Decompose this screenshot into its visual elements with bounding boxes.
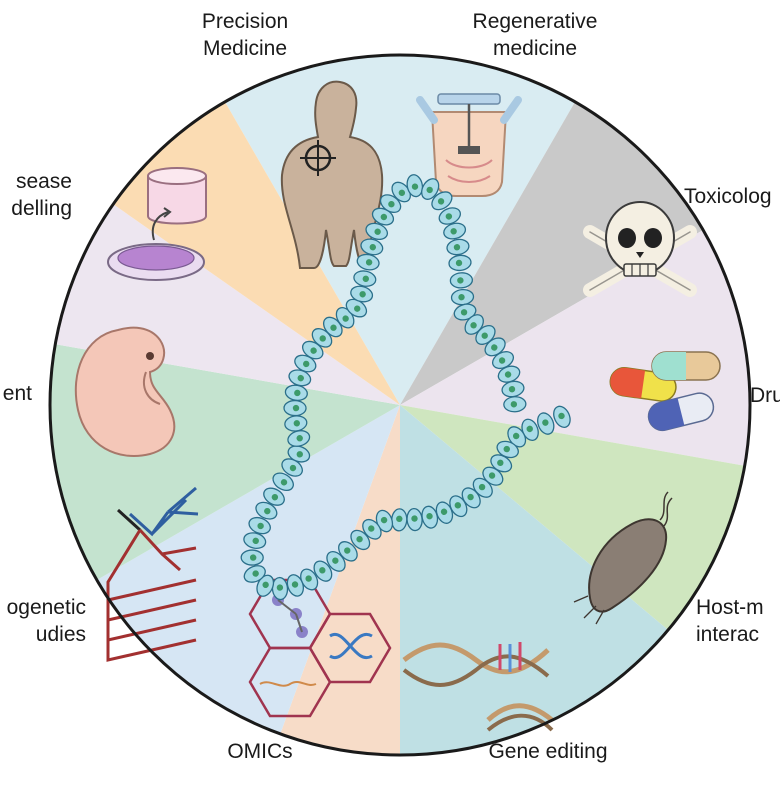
epithelial-cell: [362, 518, 382, 540]
epithelial-cell: [350, 529, 371, 551]
phylogenetic-tree-icon: [106, 486, 199, 662]
label-line: OMICs: [227, 740, 293, 763]
epithelial-cell: [255, 501, 278, 520]
label-line: Toxicolog: [684, 185, 772, 208]
epithelial-cell: [243, 565, 266, 583]
epithelial-cell: [365, 222, 389, 240]
epithelial-cell: [521, 418, 539, 442]
epithelial-cell: [484, 337, 506, 357]
epithelial-cell: [446, 238, 470, 256]
label-omics: OMICs: [210, 738, 310, 765]
embryo-icon: [74, 326, 176, 458]
label-host-microbe: Host-m interac: [696, 594, 780, 648]
epithelial-cell: [496, 440, 519, 459]
epithelial-cell: [360, 238, 384, 256]
microbe-icon: [573, 491, 673, 625]
label-line: medicine: [492, 37, 578, 60]
epithelial-cell: [406, 174, 424, 198]
label-development: ent: [0, 380, 32, 407]
label-toxicology: Toxicolog: [684, 183, 780, 210]
epithelial-cell: [326, 551, 346, 572]
skull-crossbones-icon: [583, 201, 697, 297]
epithelial-cell: [353, 270, 377, 287]
label-phylogenetic: ogenetic udies: [0, 594, 86, 648]
epithelial-cell: [284, 415, 308, 432]
epithelial-cell: [391, 508, 408, 532]
wheel-outline: [48, 53, 752, 757]
epithelial-cell: [248, 516, 271, 535]
label-line: Dru: [750, 384, 780, 407]
label-line: delling: [11, 197, 72, 220]
epithelial-cell: [491, 351, 515, 370]
label-line: Precision: [201, 10, 289, 33]
epithelial-cell: [449, 272, 474, 289]
epithelial-cell: [450, 288, 475, 306]
epithelial-cell: [272, 472, 294, 492]
epithelial-cell: [313, 560, 333, 582]
epithelial-cell: [431, 191, 453, 211]
epithelial-cell: [240, 549, 264, 566]
label-drug: Dru: [750, 382, 780, 409]
epithelial-cell: [448, 254, 472, 272]
epithelial-cell: [490, 454, 513, 473]
epithelial-cell: [286, 574, 305, 597]
petri-dish-icon: [107, 167, 207, 281]
epithelial-cell: [503, 396, 527, 413]
label-line: ent: [2, 382, 32, 405]
label-line: Medicine: [202, 37, 288, 60]
epithelial-cell: [438, 207, 461, 225]
human-target-icon: [280, 80, 384, 270]
epithelial-cell: [350, 285, 374, 303]
epithelial-cell: [287, 430, 311, 447]
epithelial-cell: [283, 399, 307, 417]
capsules-icon: [609, 351, 721, 432]
epithelial-cell: [421, 178, 440, 200]
label-regenerative-medicine: Regenerative medicine: [450, 8, 620, 62]
epithelial-cell: [537, 412, 555, 435]
organoid-epithelium: [240, 174, 571, 601]
epithelial-cell: [553, 405, 571, 429]
epithelial-cell: [243, 532, 267, 549]
epithelial-cell: [263, 487, 285, 506]
epithelial-cell: [507, 426, 527, 448]
epithelial-cell: [475, 325, 496, 345]
epithelial-cell: [287, 445, 311, 463]
sector-drug: [400, 405, 750, 643]
epithelial-cell: [284, 384, 308, 402]
label-line: ogenetic: [6, 596, 86, 619]
label-gene-editing: Gene editing: [468, 738, 628, 765]
label-line: interac: [696, 623, 760, 646]
epithelial-cell: [443, 222, 467, 240]
epithelial-cell: [256, 574, 275, 597]
label-line: sease: [15, 170, 72, 193]
label-line: Regenerative: [472, 10, 598, 33]
label-line: Host-m: [696, 596, 764, 619]
label-line: udies: [35, 623, 86, 646]
epithelial-cell: [453, 303, 477, 321]
epithelial-cell: [294, 354, 317, 373]
dna-editing-icon: [402, 642, 554, 732]
epithelial-cell: [379, 194, 402, 214]
hexagon-omics-icon: [248, 578, 392, 718]
label-disease-modelling: sease delling: [0, 168, 72, 222]
label-line: Gene editing: [488, 740, 608, 763]
